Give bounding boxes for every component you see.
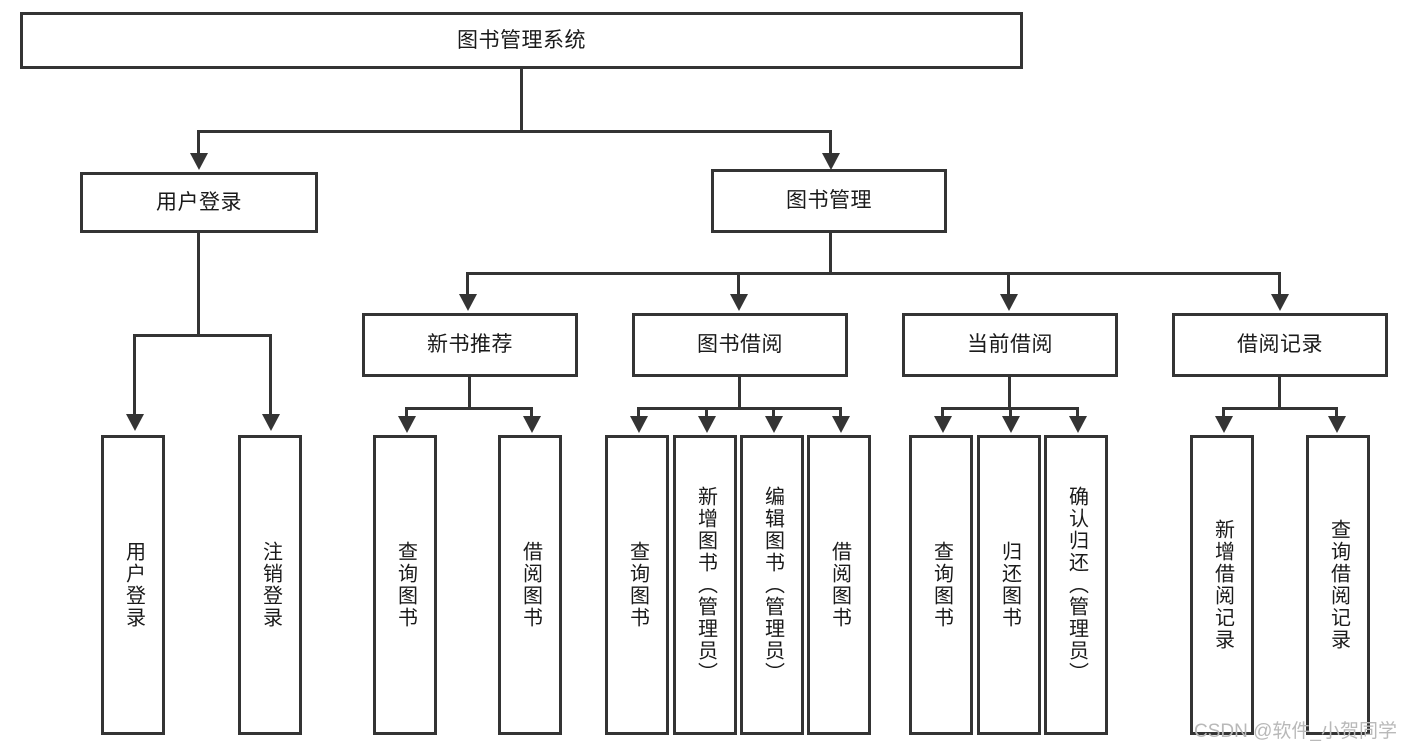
edge-user-login-to-leaf-1: [133, 334, 136, 416]
edge-user-login-to-leaf-2: [269, 334, 272, 416]
edge-bm-to-book-borrow: [737, 272, 740, 296]
arrow-cb-to-leaf-1: [934, 416, 952, 433]
edge-user-login-stem: [197, 233, 200, 337]
edge-br-to-leaf-2: [1335, 407, 1338, 419]
arrow-bb-to-leaf-4: [832, 416, 850, 433]
leaf-user-login[interactable]: 用户登录: [101, 435, 165, 735]
arrow-bm-to-new-book-recommend: [459, 294, 477, 311]
edge-bb-to-leaf-3: [772, 407, 775, 419]
node-label: 查询借阅记录: [1327, 519, 1350, 651]
edge-bm-to-borrow-record: [1278, 272, 1281, 296]
node-label: 借阅记录: [1237, 333, 1323, 357]
leaf-br-add-record[interactable]: 新增借阅记录: [1190, 435, 1254, 735]
edge-bb-bus: [637, 407, 841, 410]
arrow-bb-to-leaf-1: [630, 416, 648, 433]
arrow-nbr-to-leaf-1: [398, 416, 416, 433]
node-current-borrow[interactable]: 当前借阅: [902, 313, 1118, 377]
edge-nbr-to-leaf-1: [405, 407, 408, 419]
node-label: 新书推荐: [427, 333, 513, 357]
leaf-br-query-record[interactable]: 查询借阅记录: [1306, 435, 1370, 735]
edge-br-to-leaf-1: [1222, 407, 1225, 419]
edge-bb-to-leaf-1: [637, 407, 640, 419]
leaf-bb-borrow-book[interactable]: 借阅图书: [807, 435, 871, 735]
edge-bb-to-leaf-2: [705, 407, 708, 419]
node-label: 新增图书（管理员）: [694, 486, 717, 684]
node-label: 用户登录: [156, 190, 242, 214]
leaf-cb-confirm-return-admin[interactable]: 确认归还（管理员）: [1044, 435, 1108, 735]
node-label: 查询图书: [930, 541, 953, 629]
edge-cb-to-leaf-3: [1076, 407, 1079, 419]
edge-bm-to-current-borrow: [1007, 272, 1010, 296]
leaf-bb-edit-book-admin[interactable]: 编辑图书（管理员）: [740, 435, 804, 735]
node-label: 借阅图书: [828, 541, 851, 629]
arrow-user-login-to-leaf-2: [262, 414, 280, 431]
leaf-cb-query-book[interactable]: 查询图书: [909, 435, 973, 735]
node-label: 新增借阅记录: [1211, 519, 1234, 651]
arrow-root-to-book-management: [822, 153, 840, 170]
edge-cb-stem: [1008, 377, 1011, 410]
arrow-br-to-leaf-2: [1328, 416, 1346, 433]
edge-br-bus: [1222, 407, 1338, 410]
node-user-login[interactable]: 用户登录: [80, 172, 318, 233]
leaf-logout[interactable]: 注销登录: [238, 435, 302, 735]
edge-book-management-stem: [829, 233, 832, 275]
edge-root-stem: [520, 69, 523, 132]
edge-bm-to-new-book-recommend: [466, 272, 469, 296]
arrow-br-to-leaf-1: [1215, 416, 1233, 433]
edge-root-to-user-login: [197, 130, 200, 156]
edge-cb-to-leaf-2: [1009, 407, 1012, 419]
node-label: 用户登录: [122, 541, 145, 629]
node-book-management[interactable]: 图书管理: [711, 169, 947, 233]
node-label: 编辑图书（管理员）: [761, 486, 784, 684]
arrow-nbr-to-leaf-2: [523, 416, 541, 433]
edge-book-management-bus: [466, 272, 1281, 275]
node-label: 借阅图书: [519, 541, 542, 629]
node-label: 当前借阅: [967, 333, 1053, 357]
node-label: 图书管理系统: [457, 28, 586, 52]
edge-nbr-bus: [405, 407, 533, 410]
edge-nbr-stem: [468, 377, 471, 410]
leaf-nbr-borrow-book[interactable]: 借阅图书: [498, 435, 562, 735]
node-new-book-recommend[interactable]: 新书推荐: [362, 313, 578, 377]
arrow-bm-to-book-borrow: [730, 294, 748, 311]
leaf-bb-query-book[interactable]: 查询图书: [605, 435, 669, 735]
node-book-borrow[interactable]: 图书借阅: [632, 313, 848, 377]
edge-bb-stem: [738, 377, 741, 410]
arrow-bb-to-leaf-3: [765, 416, 783, 433]
edge-user-login-bus: [133, 334, 272, 337]
edge-root-to-book-management: [829, 130, 832, 156]
node-label: 确认归还（管理员）: [1065, 486, 1088, 684]
arrow-bm-to-borrow-record: [1271, 294, 1289, 311]
leaf-nbr-query-book[interactable]: 查询图书: [373, 435, 437, 735]
arrow-cb-to-leaf-3: [1069, 416, 1087, 433]
edge-nbr-to-leaf-2: [530, 407, 533, 419]
arrow-bm-to-current-borrow: [1000, 294, 1018, 311]
node-label: 查询图书: [626, 541, 649, 629]
node-label: 归还图书: [998, 541, 1021, 629]
leaf-bb-add-book-admin[interactable]: 新增图书（管理员）: [673, 435, 737, 735]
edge-br-stem: [1278, 377, 1281, 410]
arrow-cb-to-leaf-2: [1002, 416, 1020, 433]
arrow-user-login-to-leaf-1: [126, 414, 144, 431]
node-label: 图书借阅: [697, 333, 783, 357]
edge-root-bus: [197, 130, 832, 133]
node-root-book-management-system[interactable]: 图书管理系统: [20, 12, 1023, 69]
arrow-root-to-user-login: [190, 153, 208, 170]
leaf-cb-return-book[interactable]: 归还图书: [977, 435, 1041, 735]
node-label: 查询图书: [394, 541, 417, 629]
arrow-bb-to-leaf-2: [698, 416, 716, 433]
edge-bb-to-leaf-4: [839, 407, 842, 419]
node-label: 注销登录: [259, 541, 282, 629]
node-borrow-record[interactable]: 借阅记录: [1172, 313, 1388, 377]
node-label: 图书管理: [786, 189, 872, 213]
edge-cb-to-leaf-1: [941, 407, 944, 419]
